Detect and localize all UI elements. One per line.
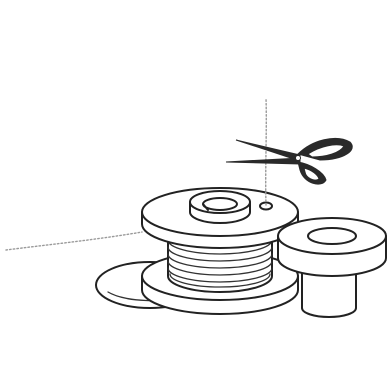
thread-feed (6, 232, 142, 250)
thread-end (266, 98, 267, 205)
scissors-icon (226, 138, 352, 184)
bobbin-icon (142, 188, 298, 314)
stopper-icon (278, 218, 386, 317)
